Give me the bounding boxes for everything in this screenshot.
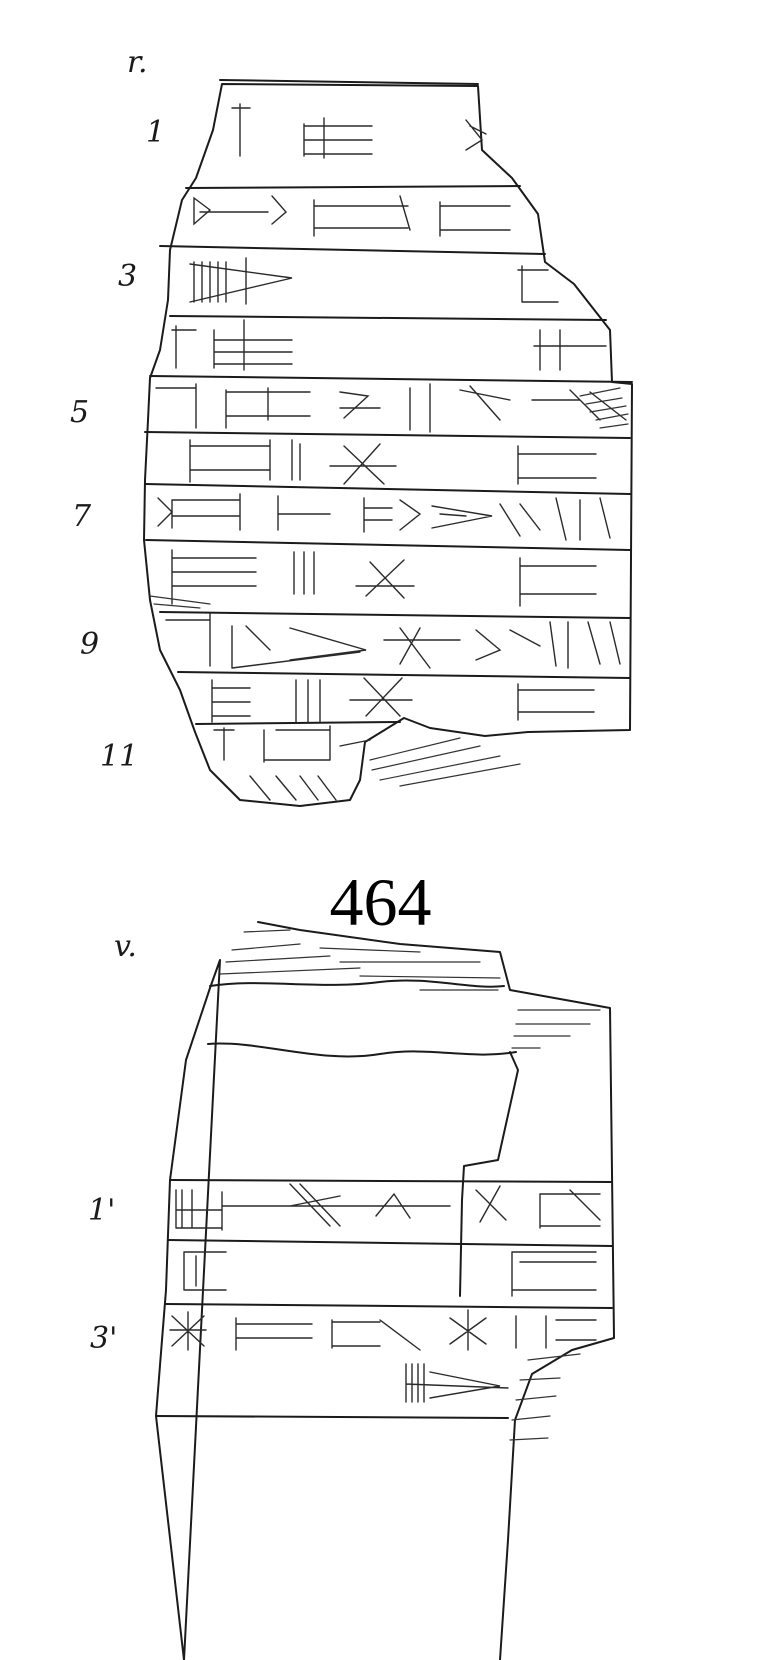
obverse-outline xyxy=(143,83,633,807)
reverse-cuneiform-signs xyxy=(169,1183,601,1403)
obverse-line-number-3: 3 xyxy=(118,259,138,294)
reverse-ruling-lines xyxy=(155,1179,613,1419)
reverse-line-number-3p: 3' xyxy=(90,1321,118,1356)
reverse-break-line xyxy=(207,1042,517,1058)
obverse-line-number-5: 5 xyxy=(70,395,90,430)
reverse-crack xyxy=(459,1051,519,1297)
tablet-number: 464 xyxy=(329,864,432,940)
reverse-line-number-1p: 1' xyxy=(88,1193,116,1228)
obverse-line-number-9: 9 xyxy=(80,627,100,662)
obverse-ruling-lines xyxy=(144,185,633,725)
obverse-line-number-1: 1 xyxy=(146,115,166,150)
obverse-top-edge xyxy=(219,79,479,85)
reverse-side-label: v. xyxy=(114,929,137,964)
reverse-damage-hatching xyxy=(219,929,601,1441)
obverse-damage-hatching xyxy=(149,387,629,787)
reverse-outline xyxy=(155,921,615,1660)
obverse-cuneiform-signs xyxy=(155,103,627,801)
obverse-side-label: r. xyxy=(127,45,148,80)
obverse-line-number-11: 11 xyxy=(100,739,139,774)
reverse-damage-edge xyxy=(209,979,505,988)
obverse-tablet-drawing xyxy=(143,79,633,807)
obverse-line-number-7: 7 xyxy=(72,499,92,534)
